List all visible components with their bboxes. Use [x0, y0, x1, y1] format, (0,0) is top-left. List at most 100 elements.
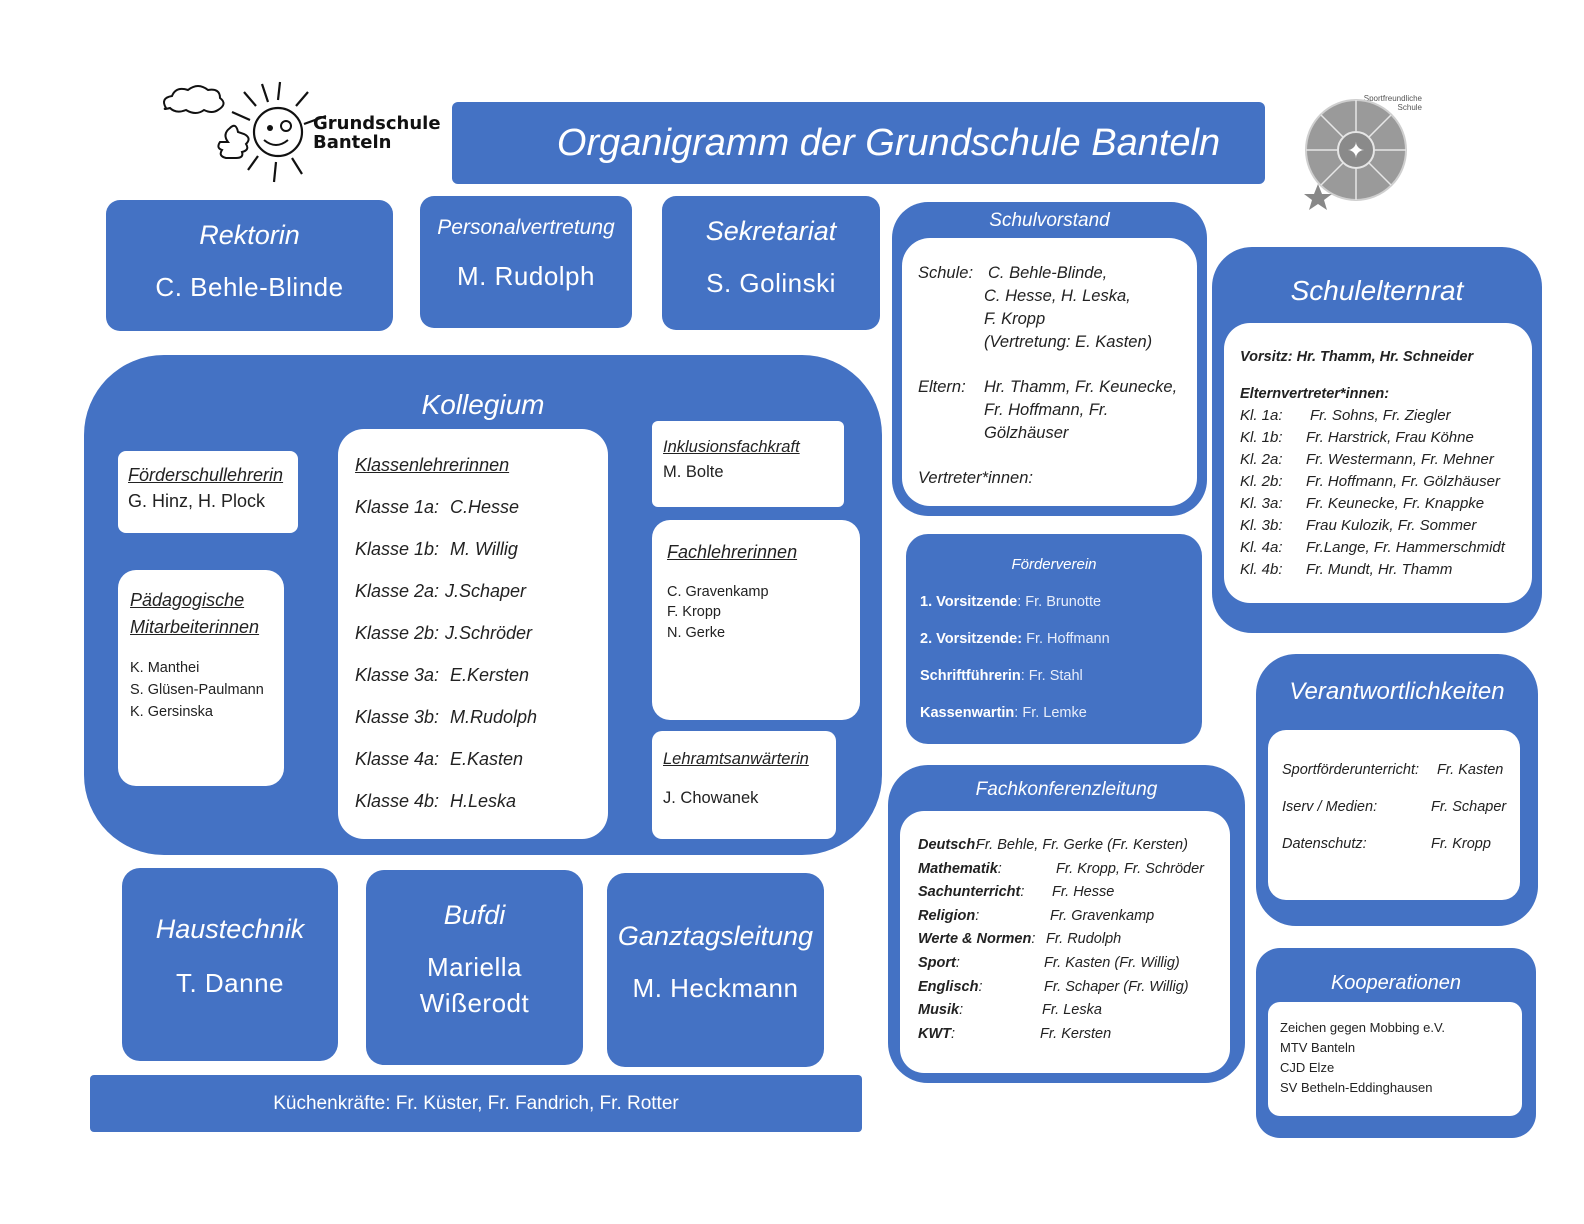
- school-logo: Grundschule Banteln: [158, 80, 441, 185]
- foerderverein-person: : Fr. Brunotte: [1017, 594, 1102, 610]
- logo-text-line1: Grundschule: [313, 113, 441, 134]
- klasse-label: Klasse 1a:: [355, 497, 440, 517]
- paedagogische-name-1: K. Manthei: [130, 660, 200, 676]
- badge-text: Sportfreundliche Schule: [1363, 94, 1422, 112]
- elternrat-klasse: Kl. 1a:: [1240, 407, 1283, 424]
- foerderverein-role: 1. Vorsitzende: [920, 594, 1018, 610]
- fach-label: Sport: [918, 955, 956, 971]
- kollegium-title: Kollegium: [421, 389, 545, 420]
- fach-label: Englisch: [918, 978, 979, 995]
- fachkonferenz-fach: Englisch:: [918, 979, 982, 995]
- fachlehrer-name-2: F. Kropp: [667, 604, 721, 620]
- eltern-line-1: Hr. Thamm, Fr. Keunecke,: [984, 378, 1178, 396]
- personalvertretung-box: Personalvertretung M. Rudolph: [420, 196, 632, 328]
- fach-sep: :: [951, 1025, 956, 1042]
- foerderverein-person: : Fr. Lemke: [1014, 705, 1087, 721]
- klassenlehrer-name: M.Rudolph: [450, 707, 538, 727]
- kooperationen-box: Kooperationen Zeichen gegen Mobbing e.V.…: [1256, 948, 1536, 1138]
- verantwortlichkeiten-title: Verantwortlichkeiten: [1289, 678, 1505, 705]
- foerderverein-row: 2. Vorsitzende: Fr. Hoffmann: [920, 631, 1110, 647]
- title-banner: Organigramm der Grundschule Banteln: [452, 102, 1265, 184]
- fachkonferenz-names: Fr. Hesse: [1052, 884, 1115, 901]
- sekretariat-name: S. Golinski: [706, 268, 836, 298]
- inklusion-name: M. Bolte: [663, 463, 724, 481]
- elternrat-names: Fr. Harstrick, Frau Köhne: [1306, 429, 1474, 446]
- elternrat-klasse: Kl. 2b:: [1240, 473, 1283, 490]
- fachkonferenz-box: Fachkonferenzleitung Deutsch:Fr. Behle, …: [888, 765, 1245, 1083]
- klassenlehrer-name: C.Hesse: [450, 497, 520, 517]
- elternrat-names: Fr. Keunecke, Fr. Knappke: [1306, 495, 1485, 512]
- klassenlehrer-name: M. Willig: [450, 539, 518, 559]
- vertreter-label: Vertreter*innen:: [918, 469, 1033, 487]
- elternrat-names: Fr. Westermann, Fr. Mehner: [1306, 451, 1494, 468]
- verantwortung-name: Fr. Schaper: [1431, 799, 1507, 815]
- fachkonferenz-fach: Sachunterricht:: [918, 884, 1024, 900]
- fachlehrer-panel: Fachlehrerinnen C. Gravenkamp F. Kropp N…: [652, 520, 860, 720]
- klasse-label: Klasse 3a:: [355, 665, 440, 685]
- kooperationen-title: Kooperationen: [1330, 972, 1462, 994]
- elternrat-klasse: Kl. 3b:: [1240, 517, 1283, 534]
- haustechnik-title: Haustechnik: [155, 914, 305, 944]
- kooperation-item: Zeichen gegen Mobbing e.V.: [1280, 1020, 1446, 1035]
- foerderverein-title: Förderverein: [1011, 556, 1097, 573]
- sun-logo-icon: [163, 81, 327, 183]
- fachkonferenz-names: Fr. Behle, Fr. Gerke (Fr. Kersten): [976, 837, 1188, 853]
- klasse-label: Klasse 3b:: [355, 707, 440, 727]
- fachkonferenz-names: Fr. Leska: [1042, 1002, 1102, 1019]
- foerderverein-person: Fr. Hoffmann: [1022, 631, 1110, 647]
- page-title: Organigramm der Grundschule Banteln: [556, 122, 1221, 164]
- fachkonferenz-names: Fr. Schaper (Fr. Willig): [1044, 978, 1189, 995]
- schulvorstand-panel: Schule: C. Behle-Blinde, C. Hesse, H. Le…: [902, 238, 1197, 506]
- bufdi-title: Bufdi: [443, 900, 506, 930]
- fachlehrer-title: Fachlehrerinnen: [667, 542, 798, 562]
- klasse-label: Klasse 2b:: [355, 623, 440, 643]
- ganztag-title: Ganztagsleitung: [617, 921, 814, 951]
- foerderverein-role: Kassenwartin: [920, 705, 1015, 721]
- fachkonferenz-fach: Musik:: [918, 1002, 963, 1018]
- bufdi-name-1: Mariella: [426, 952, 523, 982]
- foerderverein-row: 1. Vorsitzende: Fr. Brunotte: [920, 594, 1101, 610]
- sekretariat-title: Sekretariat: [705, 216, 837, 246]
- ganztag-name: M. Heckmann: [632, 973, 799, 1003]
- elternrat-klasse: Kl. 4a:: [1240, 539, 1283, 556]
- klasse-label: Klasse 1b:: [355, 539, 440, 559]
- elternrat-names: Frau Kulozik, Fr. Sommer: [1306, 517, 1477, 534]
- fach-label: Sachunterricht: [918, 884, 1021, 901]
- fach-sep: :: [955, 955, 960, 971]
- haustechnik-box: Haustechnik T. Danne: [122, 868, 338, 1061]
- fach-sep: :: [959, 1002, 964, 1019]
- verantwortung-label: Sportförderunterricht:: [1282, 762, 1420, 778]
- eltern-line-2: Fr. Hoffmann, Fr.: [984, 401, 1109, 419]
- schulelternrat-box: Schulelternrat Vorsitz: Hr. Thamm, Hr. S…: [1212, 247, 1542, 633]
- klasse-label: Klasse 2a:: [355, 581, 440, 601]
- fachkonferenz-names: Fr. Kasten (Fr. Willig): [1044, 955, 1180, 971]
- sports-emblem-icon: ✦: [1304, 99, 1407, 210]
- fachkonferenz-names: Fr. Gravenkamp: [1050, 907, 1155, 924]
- foerderschul-panel: Förderschullehrerin G. Hinz, H. Plock: [118, 451, 298, 533]
- rektorin-box: Rektorin C. Behle-Blinde: [106, 200, 393, 331]
- elternrat-klasse: Kl. 4b:: [1240, 561, 1283, 578]
- fachlehrer-name-3: N. Gerke: [667, 625, 726, 641]
- elternrat-klasse: Kl. 2a:: [1240, 451, 1283, 468]
- fach-label: KWT: [918, 1025, 952, 1042]
- fachlehrer-name-1: C. Gravenkamp: [667, 584, 769, 600]
- schule-label: Schule:: [918, 264, 974, 282]
- elternvertreter-label: Elternvertreter*innen:: [1240, 386, 1390, 402]
- klassenlehrer-name: E.Kasten: [450, 749, 524, 769]
- paedagogische-name-2: S. Glüsen-Paulmann: [130, 682, 264, 698]
- fach-label: Musik: [918, 1002, 960, 1019]
- foerderverein-row: Kassenwartin: Fr. Lemke: [920, 705, 1087, 721]
- schule-line-1: C. Behle-Blinde,: [988, 264, 1108, 282]
- elternrat-klasse: Kl. 1b:: [1240, 429, 1283, 446]
- verantwortung-name: Fr. Kropp: [1431, 836, 1491, 852]
- elternrat-names: Fr. Hoffmann, Fr. Gölzhäuser: [1306, 473, 1500, 490]
- fachkonferenz-fach: Sport:: [918, 955, 960, 971]
- ganztag-box: Ganztagsleitung M. Heckmann: [607, 873, 824, 1067]
- foerderverein-role: Schriftführerin: [920, 668, 1021, 684]
- verantwortung-label: Datenschutz:: [1282, 836, 1367, 852]
- sport-school-badge: Sportfreundliche Schule ✦: [1300, 92, 1425, 212]
- fach-sep: :: [978, 978, 983, 995]
